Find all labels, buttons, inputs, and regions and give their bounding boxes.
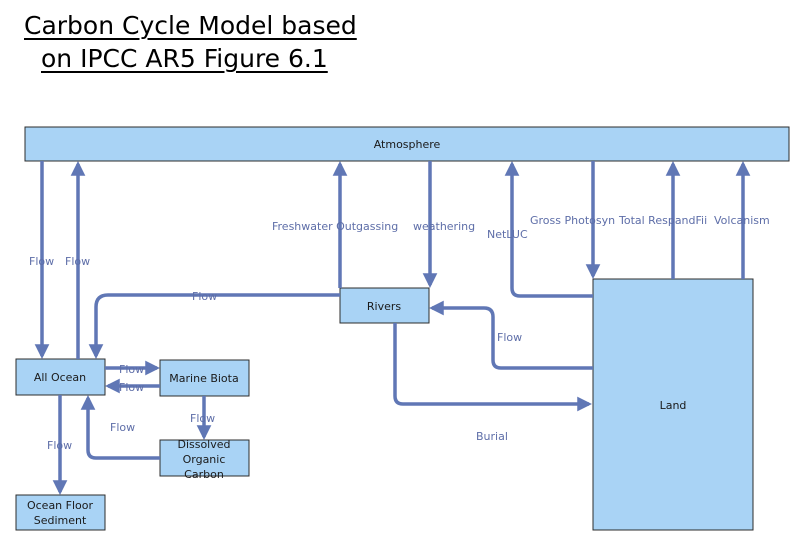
diagram-title-line2: on IPCC AR5 Figure 6.1	[41, 44, 328, 73]
rivers-label: Rivers	[367, 300, 401, 313]
flow-arrow-net-luc[interactable]	[504, 161, 593, 298]
flow-label-ocean-to-biota: Flow	[119, 363, 144, 376]
sediment-label-line2: Sediment	[34, 514, 87, 527]
marine-biota-box[interactable]: Marine Biota	[159, 359, 250, 397]
atmosphere-box[interactable]: Atmosphere	[24, 126, 790, 162]
flow-arrow-land-to-rivers[interactable]	[429, 300, 593, 370]
flow-label-weathering: weathering	[413, 220, 475, 233]
doc-label-line2: Organic	[183, 453, 226, 466]
doc-label-line3: Carbon	[184, 468, 224, 481]
flow-arrow-rivers-to-ocean[interactable]	[88, 293, 340, 359]
flow-arrow-burial[interactable]	[393, 323, 592, 412]
land-box[interactable]: Land	[592, 278, 754, 531]
diagram-title-line1: Carbon Cycle Model based	[24, 11, 357, 40]
flow-label-freshwater-outgassing: Freshwater Outgassing	[272, 220, 398, 233]
doc-label-line1: Dissolved	[177, 438, 230, 451]
all-ocean-label: All Ocean	[34, 371, 86, 384]
flow-label-rivers-to-ocean: Flow	[192, 290, 217, 303]
land-label: Land	[660, 399, 687, 412]
flow-label-gross-photosyn: Gross Photosyn	[530, 214, 615, 227]
flow-label-doc-to-ocean: Flow	[110, 421, 135, 434]
ocean-floor-sediment-box[interactable]: Ocean Floor Sediment	[15, 494, 106, 531]
all-ocean-box[interactable]: All Ocean	[15, 358, 106, 396]
flow-label-land-to-rivers: Flow	[497, 331, 522, 344]
flow-label-biota-to-ocean: Flow	[119, 381, 144, 394]
flow-label-atm-to-ocean: Flow	[29, 255, 54, 268]
sediment-label-line1: Ocean Floor	[27, 499, 94, 512]
flow-label-ocean-to-atm: Flow	[65, 255, 90, 268]
flow-label-volcanism: Volcanism	[714, 214, 770, 227]
flow-label-net-luc: NetLUC	[487, 228, 528, 241]
flow-label-total-resp-and-fire: Total RespandFii	[618, 214, 707, 227]
flow-label-ocean-to-sediment: Flow	[47, 439, 72, 452]
atmosphere-label: Atmosphere	[374, 138, 441, 151]
dissolved-organic-carbon-box[interactable]: Dissolved Organic Carbon	[159, 438, 250, 481]
flow-arrow-doc-to-ocean[interactable]	[80, 395, 160, 460]
marine-biota-label: Marine Biota	[169, 372, 238, 385]
rivers-box[interactable]: Rivers	[339, 287, 430, 324]
flow-label-biota-to-doc: Flow	[190, 412, 215, 425]
flow-label-burial: Burial	[476, 430, 508, 443]
